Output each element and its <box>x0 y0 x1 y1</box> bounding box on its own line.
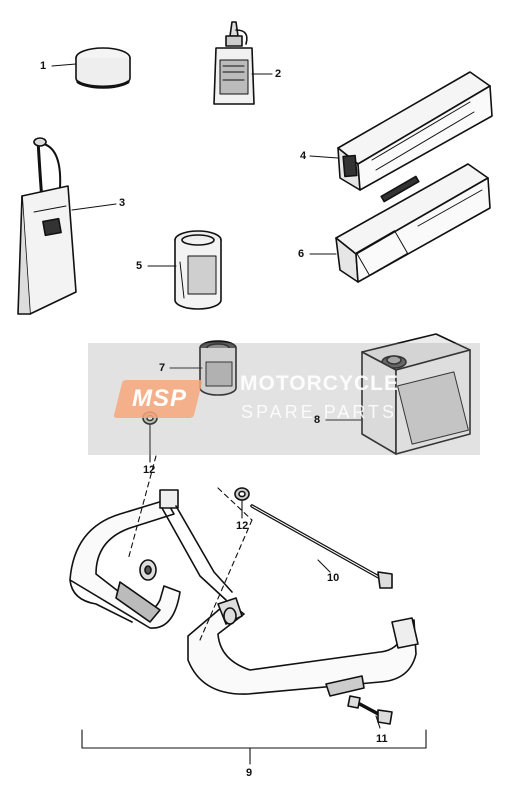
part-10-bolt <box>250 504 393 589</box>
callout-11: 11 <box>376 733 388 745</box>
part-9-stand <box>69 489 419 697</box>
callout-9: 9 <box>246 767 253 779</box>
part-7-can <box>199 340 237 396</box>
part-5-can <box>174 230 222 310</box>
callout-8: 8 <box>314 414 321 426</box>
watermark-line1: MOTORCYCLE <box>240 372 399 395</box>
watermark-line2: SPARE PARTS <box>241 402 398 422</box>
callout-1: 1 <box>40 60 47 72</box>
callout-7: 7 <box>159 362 166 374</box>
leader-lines <box>51 63 427 765</box>
callout-12-a: 12 <box>143 464 156 476</box>
part-12-washer-b <box>234 487 250 501</box>
callout-5: 5 <box>136 260 143 272</box>
callout-4: 4 <box>300 150 307 162</box>
watermark-logo-text: MSP <box>132 385 188 412</box>
callout-10: 10 <box>327 572 340 584</box>
part-1-lid <box>75 47 131 89</box>
part-2-bottle <box>213 21 255 105</box>
part-3-grease-can <box>17 137 77 315</box>
callout-2: 2 <box>275 68 282 80</box>
callout-3: 3 <box>119 197 126 209</box>
part-6-box <box>335 163 491 283</box>
part-8-tin <box>361 333 471 455</box>
part-11-bolt <box>347 695 393 725</box>
callout-12-b: 12 <box>236 520 249 532</box>
callout-6: 6 <box>298 248 305 260</box>
part-4-box <box>337 71 493 191</box>
